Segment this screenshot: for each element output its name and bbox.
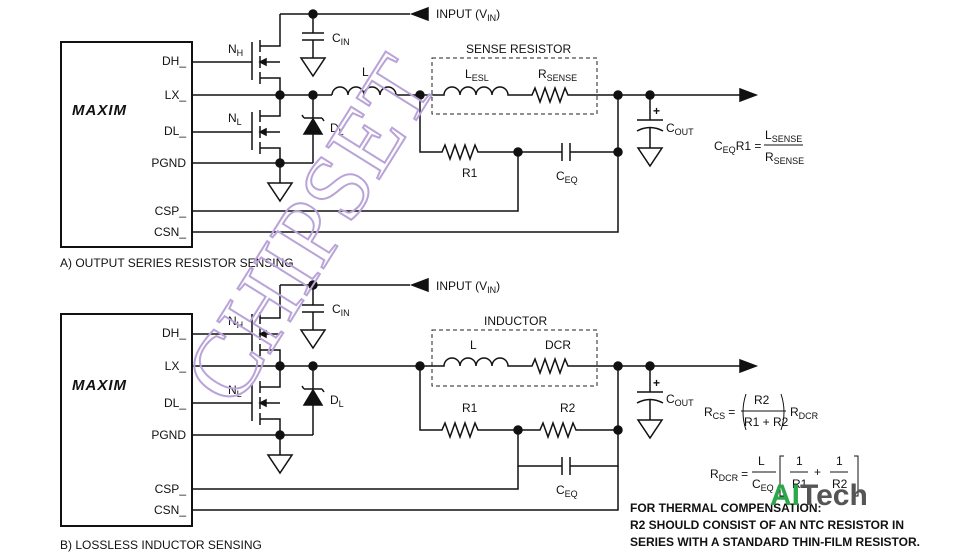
cin-label-b: CIN: [332, 302, 350, 318]
equation-a: CEQR1 = LSENSE RSENSE: [714, 128, 804, 166]
maxim-logo-a: MAXIM: [72, 102, 127, 119]
caption-a: A) OUTPUT SERIES RESISTOR SENSING: [60, 256, 294, 270]
note-line-1: FOR THERMAL COMPENSATION:: [630, 501, 822, 515]
r1-label-b: R1: [462, 401, 478, 415]
cin-label-a: CIN: [332, 31, 350, 47]
svg-text:L: L: [758, 454, 765, 468]
dcr-label: DCR: [545, 338, 571, 352]
nh-label-b: NH: [228, 314, 243, 330]
pin-csn-a: CSN_: [154, 225, 186, 239]
pin-csp-a: CSP_: [155, 204, 187, 218]
svg-text:RSENSE: RSENSE: [765, 150, 804, 166]
pin-pgnd-a: PGND: [151, 156, 186, 170]
svg-text:R2: R2: [754, 393, 770, 407]
svg-text:R2: R2: [832, 477, 848, 491]
caption-b: B) LOSSLESS INDUCTOR SENSING: [60, 538, 262, 552]
svg-text:AITech: AITech: [770, 479, 868, 512]
note-line-3: SERIES WITH A STANDARD THIN-FILM RESISTO…: [630, 535, 920, 549]
nl-label-b: NL: [228, 383, 242, 399]
controller-chip-a: [60, 41, 193, 248]
svg-text:CEQ: CEQ: [752, 477, 774, 493]
l-label-a: L: [362, 65, 369, 79]
controller-chip-b: [60, 313, 193, 527]
output-arrow-icon: [739, 87, 759, 103]
diagram-b: MAXIM DH_ LX_ DL_ PGND CSP_ CSN_ INPUT (…: [60, 277, 920, 552]
note-line-2: R2 SHOULD CONSIST OF AN NTC RESISTOR IN: [630, 518, 904, 532]
pin-lx-b: LX_: [165, 359, 187, 373]
pin-dl-b: DL_: [164, 396, 186, 410]
svg-text:+: +: [653, 104, 660, 118]
output-arrow-icon: [739, 358, 759, 374]
svg-text:RDCR: RDCR: [790, 405, 819, 421]
svg-text:LSENSE: LSENSE: [765, 128, 802, 144]
nl-label-a: NL: [228, 111, 242, 127]
ceq-label-b: CEQ: [556, 483, 578, 499]
cout-label-b: COUT: [666, 392, 694, 408]
input-label-b: INPUT (VIN): [436, 279, 500, 295]
pin-dh-a: DH_: [162, 54, 186, 68]
svg-text:RCS=: RCS=: [704, 405, 735, 421]
diagram-a: MAXIM DH_ LX_ DL_ PGND CSP_ CSN_ INPUT (…: [60, 6, 804, 270]
ground-icon: [299, 57, 327, 78]
lesl-label: LESL: [465, 67, 489, 83]
pin-csp-b: CSP_: [155, 482, 187, 496]
svg-text:R1 + R2: R1 + R2: [744, 415, 789, 429]
pin-dh-b: DH_: [162, 326, 186, 340]
r1-label-a: R1: [462, 166, 478, 180]
pin-csn-b: CSN_: [154, 503, 186, 517]
dl-label-a: DL: [330, 121, 344, 137]
equation-rcs: RCS= R2 R1 + R2 RDCR: [704, 393, 819, 431]
equation-rdcr: RDCR= L CEQ 1 R1 + 1 R2: [710, 454, 859, 497]
ground-icon: [266, 182, 294, 203]
ground-icon: [299, 329, 327, 350]
svg-text:1: 1: [796, 454, 803, 468]
cout-label-a: COUT: [666, 121, 694, 137]
rsense-label: RSENSE: [538, 67, 577, 83]
ground-icon: [636, 419, 664, 440]
pin-lx-a: LX_: [165, 88, 187, 102]
svg-text:1: 1: [836, 454, 843, 468]
inductor-coil-a: [331, 86, 420, 96]
ground-icon: [266, 454, 294, 475]
nh-label-a: NH: [228, 42, 243, 58]
aitech-brand-logo: AITech: [770, 479, 868, 512]
svg-text:+: +: [653, 376, 660, 390]
svg-text:RDCR=: RDCR=: [710, 467, 748, 483]
r2-label-b: R2: [560, 401, 576, 415]
pin-pgnd-b: PGND: [151, 428, 186, 442]
pin-dl-a: DL_: [164, 124, 186, 138]
svg-text:CEQR1 =: CEQR1 =: [714, 139, 761, 155]
inductor-box-label: INDUCTOR: [484, 314, 547, 328]
ceq-label-a: CEQ: [556, 169, 578, 185]
svg-text:R1: R1: [792, 477, 808, 491]
maxim-logo-b: MAXIM: [72, 377, 127, 394]
svg-text:+: +: [814, 465, 821, 479]
sense-resistor-label: SENSE RESISTOR: [466, 42, 571, 56]
dl-label-b: DL: [330, 393, 344, 409]
ground-icon: [636, 147, 664, 168]
input-label-a: INPUT (VIN): [436, 7, 500, 23]
l-label-b: L: [470, 338, 477, 352]
